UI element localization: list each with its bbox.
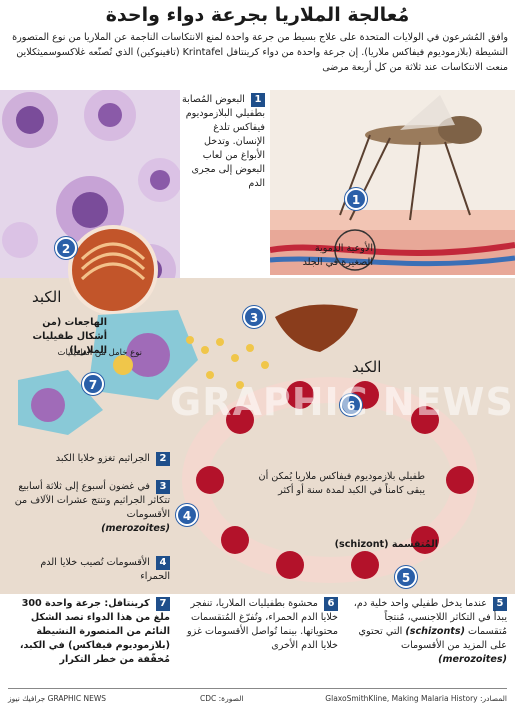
liver-cells-illustration bbox=[18, 310, 198, 435]
step5-text2: التي تحتوي على المزيد من الأقسومات bbox=[358, 626, 507, 651]
schizont-label: المُتقسمة (schizont) bbox=[334, 539, 438, 550]
step5-term: (schizonts) bbox=[405, 626, 465, 637]
mosquito-scene bbox=[270, 90, 515, 275]
step6-text: محشوة بطفيليات الملاريا، تنفجر خلايا الد… bbox=[187, 598, 338, 651]
step1-text: البعوض المُصابة بطفيلي البلازموديوم فيفا… bbox=[182, 94, 265, 189]
step2-number: 2 bbox=[156, 452, 170, 466]
sporozoites-icon bbox=[80, 242, 146, 281]
page-title: مُعالجة الملاريا بجرعة دواء واحدة bbox=[105, 4, 410, 26]
step7-number: 7 bbox=[156, 597, 170, 611]
watermark-text: GRAPHIC NEWS bbox=[170, 380, 514, 424]
blood-stage-cycle bbox=[182, 377, 478, 583]
merozoite-stream bbox=[186, 336, 279, 394]
hypnozoites-label: الهاجعات (من أشكال طفيليات الملاريا) bbox=[32, 317, 107, 356]
step3-text: في غضون أسبوع إلى ثلاثة أسابيع تتكاثر ال… bbox=[14, 481, 170, 520]
magnified-sporozoites bbox=[68, 225, 158, 315]
footer-sources: المصادر: GlaxoSmithKline, Making Malaria… bbox=[325, 694, 507, 703]
liver-icon bbox=[275, 304, 358, 352]
step1-bubble: 1 bbox=[345, 188, 367, 210]
liver-cell-panel bbox=[8, 300, 208, 440]
step2-text: الجراثيم تغزو خلايا الكبد bbox=[55, 453, 150, 464]
step1-number: 1 bbox=[251, 93, 265, 107]
liver-label-left: الكبد bbox=[32, 288, 62, 306]
step1-callout: 1 البعوض المُصابة بطفيلي البلازموديوم في… bbox=[180, 93, 265, 191]
footer-image-credit: الصورة: CDC bbox=[200, 694, 244, 703]
liver-organ bbox=[270, 297, 360, 355]
blood-vessels-label: الأوعية الدموية الصغيرة في الجلد bbox=[302, 243, 373, 268]
step2-bubble: 2 bbox=[55, 237, 77, 259]
step3-bubble: 3 bbox=[243, 306, 265, 328]
liver-label-right: الكبد bbox=[352, 358, 382, 376]
step4-bubble: 4 bbox=[176, 504, 198, 526]
intro-paragraph: وافق المُشرعون في الولايات المتحدة على ع… bbox=[12, 32, 508, 73]
step6-number: 6 bbox=[324, 597, 338, 611]
step2-text-block: 2 الجراثيم تغزو خلايا الكبد bbox=[10, 452, 170, 466]
mosquito-skin-illustration bbox=[270, 95, 515, 275]
step7-text-block: 7 كرينتافل: جرعة واحدة 300 ملغ من هذا ال… bbox=[8, 597, 170, 667]
footer-divider bbox=[8, 688, 507, 689]
step5-term2: (merozoites) bbox=[438, 654, 507, 665]
step3-number: 3 bbox=[156, 480, 170, 494]
step7-bubble: 7 bbox=[82, 373, 104, 395]
step6-text-block: 6 محشوة بطفيليات الملاريا، تنفجر خلايا ا… bbox=[178, 597, 338, 653]
dormant-parasite-label: نوع خامل من الطفيليات bbox=[57, 348, 142, 358]
step4-text: الأقسومات تُصيب خلايا الدم الحمراء bbox=[40, 557, 170, 582]
step3-term: (merozoites) bbox=[101, 523, 170, 534]
step3-text-block: 3 في غضون أسبوع إلى ثلاثة أسابيع تتكاثر … bbox=[10, 480, 170, 536]
step6-bubble: 6 bbox=[340, 394, 362, 416]
dormant-note: طفيلي بلازموديوم فيفاكس ملاريا يُمكن أن … bbox=[258, 471, 425, 496]
step5-text: عندما يدخل طفيلي واحد خلية دم، يبدأ في ا… bbox=[353, 598, 507, 637]
step5-bubble: 5 bbox=[395, 566, 417, 588]
footer-brand: جرافيك نيوز GRAPHIC NEWS bbox=[8, 694, 107, 703]
step7-text: كرينتافل: جرعة واحدة 300 ملغ من هذا الدو… bbox=[19, 598, 170, 665]
step5-number: 5 bbox=[493, 597, 507, 611]
step5-text-block: 5 عندما يدخل طفيلي واحد خلية دم، يبدأ في… bbox=[346, 597, 507, 667]
step4-number: 4 bbox=[156, 556, 170, 570]
step4-text-block: 4 الأقسومات تُصيب خلايا الدم الحمراء bbox=[10, 556, 170, 584]
